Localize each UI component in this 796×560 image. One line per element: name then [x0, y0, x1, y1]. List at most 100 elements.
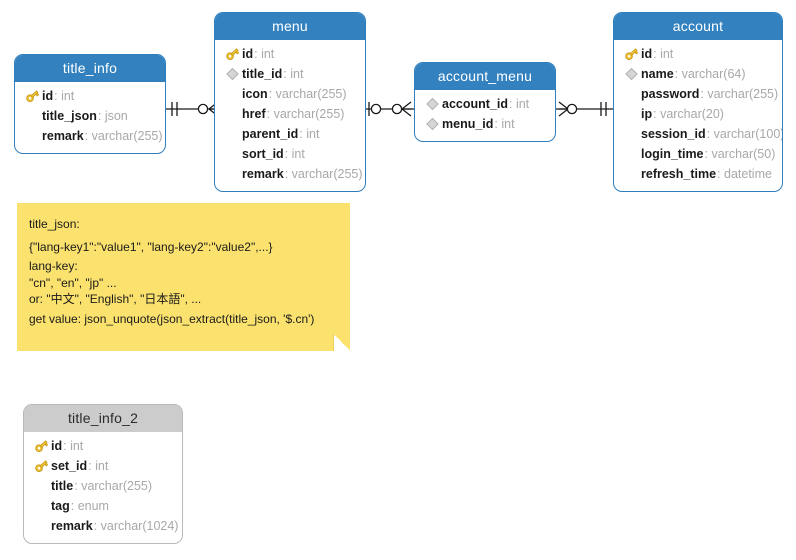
attribute-name: tag — [51, 499, 70, 513]
relationship-menu-account_menu[interactable] — [365, 99, 415, 119]
attribute-menu-title_id[interactable]: title_id: int — [215, 64, 365, 84]
attribute-type: : json — [97, 109, 128, 123]
relationship-account_menu-account[interactable] — [556, 99, 614, 119]
note-line: or: "中文", "English", "日本語", ... — [29, 292, 202, 307]
attribute-account-password[interactable]: password: varchar(255) — [614, 84, 782, 104]
attribute-account-id[interactable]: id: int — [614, 44, 782, 64]
attribute-account-name[interactable]: name: varchar(64) — [614, 64, 782, 84]
attribute-account-login_time[interactable]: login_time: varchar(50) — [614, 144, 782, 164]
attribute-type: : varchar(64) — [674, 67, 746, 81]
attribute-type: : int — [54, 89, 75, 103]
attribute-account-refresh_time[interactable]: refresh_time: datetime — [614, 164, 782, 184]
attribute-account-session_id[interactable]: session_id: varchar(100) — [614, 124, 782, 144]
attribute-account_menu-account_id[interactable]: account_id: int — [415, 94, 555, 114]
attribute-menu-parent_id[interactable]: parent_id: int — [215, 124, 365, 144]
diamond-icon — [423, 94, 442, 114]
entity-account-title: account — [614, 13, 782, 40]
diamond-icon — [423, 114, 442, 134]
attribute-name: login_time — [641, 147, 704, 161]
entity-account_menu-title: account_menu — [415, 63, 555, 90]
no-icon — [23, 126, 42, 146]
attribute-title_info_2-title[interactable]: title: varchar(255) — [24, 476, 182, 496]
attribute-type: : datetime — [717, 167, 772, 181]
entity-title_info-attributes: id: int title_json: json remark: varchar… — [15, 82, 165, 153]
attribute-menu-href[interactable]: href: varchar(255) — [215, 104, 365, 124]
no-icon — [32, 476, 51, 496]
key-icon — [223, 44, 242, 64]
no-icon — [32, 496, 51, 516]
attribute-name: id — [51, 439, 63, 453]
attribute-name: title_json — [42, 109, 97, 123]
attribute-name: href — [242, 107, 266, 121]
attribute-type: : varchar(50) — [704, 147, 776, 161]
note-line: lang-key: — [29, 259, 78, 274]
attribute-name: remark — [51, 519, 93, 533]
attribute-menu-sort_id[interactable]: sort_id: int — [215, 144, 365, 164]
attribute-title_info-id[interactable]: id: int — [15, 86, 165, 106]
entity-title_info-title: title_info — [15, 55, 165, 82]
attribute-menu-id[interactable]: id: int — [215, 44, 365, 64]
attribute-name: set_id — [51, 459, 88, 473]
attribute-type: : varchar(255) — [74, 479, 153, 493]
attribute-title_info-remark[interactable]: remark: varchar(255) — [15, 126, 165, 146]
note-text: title_json: {"lang-key1":"value1", "lang… — [17, 203, 350, 339]
no-icon — [622, 164, 641, 184]
attribute-name: name — [641, 67, 674, 81]
key-icon — [32, 436, 51, 456]
no-icon — [622, 144, 641, 164]
attribute-type: : varchar(255) — [284, 167, 363, 181]
attribute-name: remark — [42, 129, 84, 143]
attribute-account-ip[interactable]: ip: varchar(20) — [614, 104, 782, 124]
attribute-type: : varchar(1024) — [93, 519, 179, 533]
attribute-title_info_2-set_id[interactable]: set_id: int — [24, 456, 182, 476]
attribute-title_info-title_json[interactable]: title_json: json — [15, 106, 165, 126]
note-line: get value: json_unquote(json_extract(tit… — [29, 311, 315, 326]
attribute-name: title_id — [242, 67, 283, 81]
entity-account[interactable]: account id: int name: varchar(64) passwo… — [613, 12, 783, 192]
note-fold-corner — [333, 334, 350, 351]
attribute-title_info_2-tag[interactable]: tag: enum — [24, 496, 182, 516]
attribute-type: : int — [509, 97, 530, 111]
relationship-title_info-menu[interactable] — [165, 99, 223, 119]
no-icon — [622, 124, 641, 144]
entity-account_menu[interactable]: account_menu account_id: int menu_id: in… — [414, 62, 556, 142]
attribute-name: refresh_time — [641, 167, 717, 181]
attribute-type: : varchar(20) — [653, 107, 724, 121]
note-line: {"lang-key1":"value1", "lang-key2":"valu… — [29, 239, 273, 254]
entity-title_info_2[interactable]: title_info_2 id: int set_id: int title: … — [23, 404, 183, 544]
entity-title_info_2-attributes: id: int set_id: int title: varchar(255) … — [24, 432, 182, 543]
entity-title_info[interactable]: title_info id: int title_json: json rema… — [14, 54, 166, 154]
attribute-name: icon — [242, 87, 268, 101]
attribute-type: : enum — [70, 499, 109, 513]
attribute-type: : varchar(255) — [700, 87, 779, 101]
key-icon — [23, 86, 42, 106]
entity-menu[interactable]: menu id: int title_id: int icon: varchar… — [214, 12, 366, 192]
entity-menu-attributes: id: int title_id: int icon: varchar(255)… — [215, 40, 365, 191]
note-title-json[interactable]: title_json: {"lang-key1":"value1", "lang… — [17, 203, 350, 351]
attribute-name: title — [51, 479, 74, 493]
attribute-type: : int — [88, 459, 109, 473]
attribute-title_info_2-id[interactable]: id: int — [24, 436, 182, 456]
attribute-name: id — [42, 89, 54, 103]
attribute-type: : int — [283, 67, 304, 81]
attribute-type: : int — [254, 47, 275, 61]
attribute-account_menu-menu_id[interactable]: menu_id: int — [415, 114, 555, 134]
entity-title_info_2-title: title_info_2 — [24, 405, 182, 432]
no-icon — [622, 84, 641, 104]
attribute-name: account_id — [442, 97, 508, 111]
attribute-title_info_2-remark[interactable]: remark: varchar(1024) — [24, 516, 182, 536]
attribute-type: : int — [299, 127, 320, 141]
attribute-name: parent_id — [242, 127, 299, 141]
attribute-menu-icon[interactable]: icon: varchar(255) — [215, 84, 365, 104]
no-icon — [223, 144, 242, 164]
diamond-icon — [622, 64, 641, 84]
no-icon — [223, 104, 242, 124]
attribute-type: : varchar(100) — [706, 127, 783, 141]
attribute-menu-remark[interactable]: remark: varchar(255) — [215, 164, 365, 184]
entity-account-attributes: id: int name: varchar(64) password: varc… — [614, 40, 782, 191]
no-icon — [32, 516, 51, 536]
attribute-name: id — [242, 47, 254, 61]
attribute-type: : varchar(255) — [266, 107, 345, 121]
attribute-name: session_id — [641, 127, 706, 141]
